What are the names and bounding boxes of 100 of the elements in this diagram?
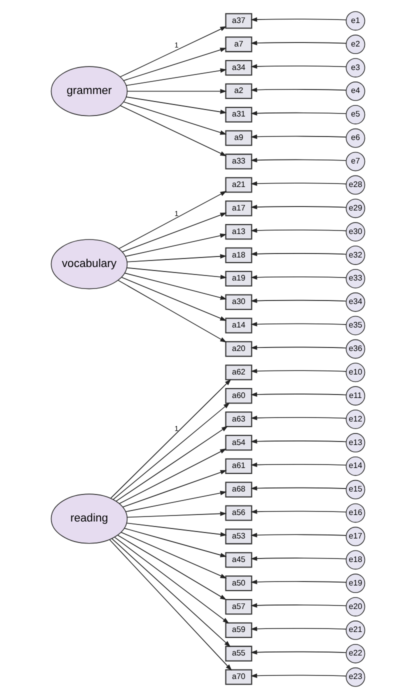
arrow: [125, 490, 227, 512]
arrow: [250, 111, 346, 116]
node-box: a33: [225, 154, 252, 170]
node-box: a56: [225, 505, 252, 521]
node-box: a9: [225, 130, 252, 146]
edge-label: 1: [174, 208, 179, 218]
arrow: [126, 267, 227, 280]
arrow: [126, 511, 227, 518]
arrow: [120, 532, 227, 579]
node-circle: e17: [346, 526, 366, 546]
node-circle: e1: [346, 11, 366, 31]
node-box: a61: [225, 458, 252, 474]
arrow: [250, 580, 346, 584]
node-circle: e16: [346, 503, 366, 523]
arrow: [250, 64, 346, 69]
node-circle: e5: [346, 104, 366, 124]
arrow: [123, 48, 227, 81]
node-ellipse: grammer: [50, 66, 128, 116]
node-box: a34: [225, 60, 252, 76]
node-circle: e34: [346, 292, 366, 312]
node-circle: e12: [346, 410, 366, 429]
arrow: [109, 539, 232, 671]
node-circle: e4: [346, 82, 366, 101]
node-box: a18: [225, 247, 252, 264]
node-circle: e22: [346, 644, 366, 664]
node-box: a54: [225, 434, 252, 451]
arrow: [124, 272, 227, 300]
arrow: [120, 26, 227, 78]
arrow: [250, 298, 346, 304]
arrow: [250, 40, 346, 46]
arrow: [122, 470, 227, 508]
arrow: [250, 322, 346, 326]
node-circle: e32: [346, 246, 366, 265]
node-ellipse: reading: [50, 494, 128, 544]
arrow: [250, 603, 346, 608]
node-box: a55: [225, 646, 252, 662]
node-ellipse: vocabulary: [50, 239, 128, 290]
arrow: [117, 534, 227, 600]
node-box: a31: [225, 106, 252, 122]
node-box: a70: [225, 669, 252, 685]
arrow: [250, 88, 346, 92]
arrow: [122, 212, 227, 252]
node-box: a57: [225, 598, 252, 615]
arrow: [250, 392, 346, 397]
arrow: [250, 650, 346, 655]
node-circle: e20: [346, 597, 366, 616]
arrow: [126, 522, 227, 537]
arrow: [250, 556, 346, 561]
node-circle: e2: [346, 34, 366, 54]
node-box: a50: [225, 576, 252, 592]
arrow: [125, 233, 227, 257]
edge-label: 1: [174, 40, 179, 50]
arrow: [250, 486, 346, 491]
node-circle: e14: [346, 456, 366, 476]
arrow: [126, 96, 227, 114]
node-circle: e10: [346, 362, 366, 382]
arrow: [111, 538, 231, 648]
arrow: [250, 626, 346, 632]
node-circle: e33: [346, 269, 366, 288]
node-circle: e19: [346, 574, 366, 594]
node-box: a2: [225, 83, 252, 100]
arrow: [250, 532, 346, 538]
arrow: [118, 280, 227, 343]
node-box: a68: [225, 482, 252, 498]
arrow: [112, 402, 230, 500]
arrow: [250, 275, 346, 280]
node-box: a30: [225, 294, 252, 310]
node-circle: e7: [346, 152, 366, 172]
node-box: a20: [225, 341, 252, 357]
node-circle: e13: [346, 433, 366, 452]
arrow: [121, 276, 227, 321]
arrow: [250, 462, 346, 468]
arrow: [114, 536, 230, 624]
arrow: [250, 204, 346, 210]
arrow: [250, 345, 346, 350]
node-box: a60: [225, 388, 252, 404]
node-circle: e18: [346, 550, 366, 570]
node-circle: e15: [346, 480, 366, 500]
arrow: [250, 17, 346, 22]
edge-label: 1: [174, 424, 179, 433]
node-circle: e21: [346, 620, 366, 640]
node-circle: e3: [346, 58, 366, 78]
node-circle: e30: [346, 222, 366, 242]
arrow: [250, 181, 346, 186]
arrow: [250, 368, 346, 374]
arrow: [120, 105, 227, 156]
arrow: [250, 416, 346, 420]
node-box: a7: [225, 36, 252, 52]
node-box: a63: [225, 411, 252, 428]
arrow: [124, 528, 227, 558]
node-circle: e28: [346, 175, 366, 195]
arrow: [123, 101, 227, 135]
arrow: [250, 439, 346, 444]
node-box: a62: [225, 364, 252, 380]
node-box: a59: [225, 622, 252, 638]
arrow: [119, 448, 227, 504]
node-box: a13: [225, 224, 252, 240]
node-circle: e36: [346, 339, 366, 359]
node-circle: e23: [346, 667, 366, 687]
node-circle: e35: [346, 316, 366, 336]
